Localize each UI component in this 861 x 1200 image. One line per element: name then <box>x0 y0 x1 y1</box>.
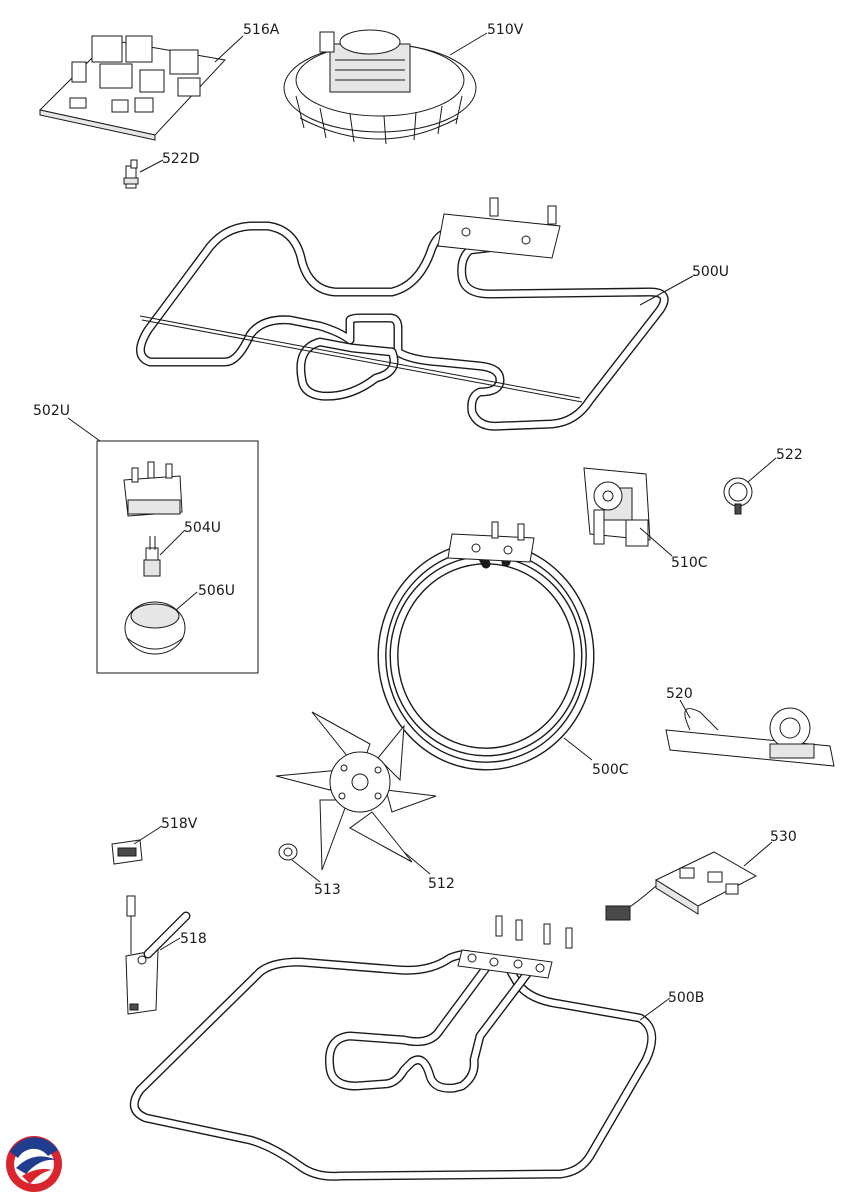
label-522D: 522D <box>162 151 200 167</box>
label-500B: 500B <box>668 990 704 1006</box>
label-502U: 502U <box>33 403 70 419</box>
part-518-sensor <box>125 895 191 1015</box>
part-530-electronic-module <box>605 841 773 921</box>
label-504U: 504U <box>184 520 221 536</box>
part-500C-circular-heating-element <box>377 521 595 771</box>
label-518V: 518V <box>161 816 198 832</box>
label-510C: 510C <box>671 555 708 571</box>
part-510C-convection-motor <box>583 467 673 557</box>
label-522: 522 <box>776 447 803 463</box>
label-500C: 500C <box>592 762 629 778</box>
label-518: 518 <box>180 931 207 947</box>
label-510V: 510V <box>487 22 524 38</box>
label-506U: 506U <box>198 583 235 599</box>
part-520-thermostat <box>665 699 835 767</box>
part-510V-cooling-fan <box>283 29 488 145</box>
part-500U-top-heating-element <box>136 197 694 431</box>
label-512: 512 <box>428 876 455 892</box>
part-500B-bottom-heating-element <box>129 915 671 1181</box>
label-513: 513 <box>314 882 341 898</box>
part-522D-socket <box>123 159 164 189</box>
label-530: 530 <box>770 829 797 845</box>
part-512-fan-blade <box>275 711 437 875</box>
brand-logo <box>6 1136 62 1192</box>
part-518V-switch <box>111 825 163 865</box>
label-520: 520 <box>666 686 693 702</box>
part-502U-lamp-assembly-box <box>96 440 259 674</box>
part-522-clip <box>723 457 777 515</box>
part-516A-control-board <box>38 35 244 141</box>
part-513-nut <box>278 843 321 883</box>
label-516A: 516A <box>243 22 280 38</box>
label-500U: 500U <box>692 264 729 280</box>
